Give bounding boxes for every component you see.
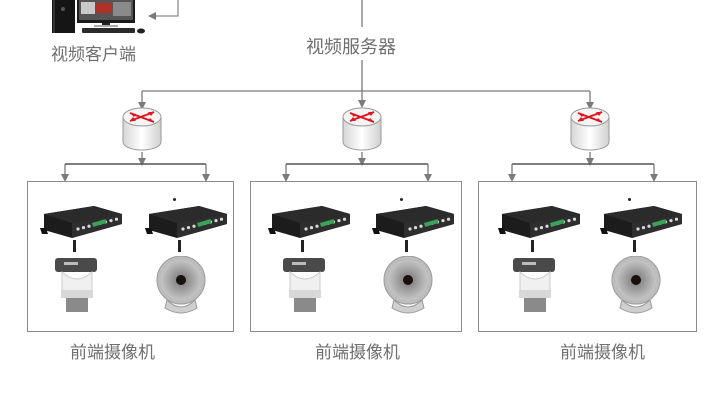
ir-camera-icon[interactable] — [153, 255, 209, 320]
status-dot — [628, 198, 631, 201]
ptz-camera-icon[interactable] — [280, 256, 330, 320]
ptz-camera-icon[interactable] — [52, 256, 102, 320]
client-label: 视频客户端 — [51, 45, 136, 65]
cable-connector — [301, 240, 304, 252]
group-2-label: 前端摄像机 — [315, 343, 400, 363]
camera-group-3 — [478, 181, 697, 332]
video-encoder-icon[interactable] — [496, 204, 580, 242]
ir-camera-icon[interactable] — [608, 255, 664, 320]
camera-group-2 — [250, 181, 462, 332]
ptz-camera-icon[interactable] — [510, 256, 560, 320]
ir-camera-icon[interactable] — [380, 255, 436, 320]
cable-connector — [178, 240, 181, 252]
client-link — [148, 0, 179, 20]
cable-connector — [405, 240, 408, 252]
desktop-pc-icon — [52, 0, 145, 34]
cable-connector — [531, 240, 534, 252]
group-3-label: 前端摄像机 — [560, 343, 645, 363]
cable-connector — [633, 240, 636, 252]
video-encoder-icon[interactable] — [370, 204, 454, 242]
video-encoder-icon[interactable] — [598, 204, 682, 242]
router-icon[interactable] — [570, 106, 610, 154]
router-icon[interactable] — [342, 106, 382, 154]
video-encoder-icon[interactable] — [143, 204, 227, 242]
router-icon[interactable] — [122, 106, 162, 154]
cable-connector — [73, 240, 76, 252]
status-dot — [400, 198, 403, 201]
status-dot — [173, 198, 176, 201]
video-encoder-icon[interactable] — [266, 204, 350, 242]
group-1-label: 前端摄像机 — [70, 343, 155, 363]
server-label: 视频服务器 — [306, 37, 396, 58]
video-encoder-icon[interactable] — [38, 204, 122, 242]
